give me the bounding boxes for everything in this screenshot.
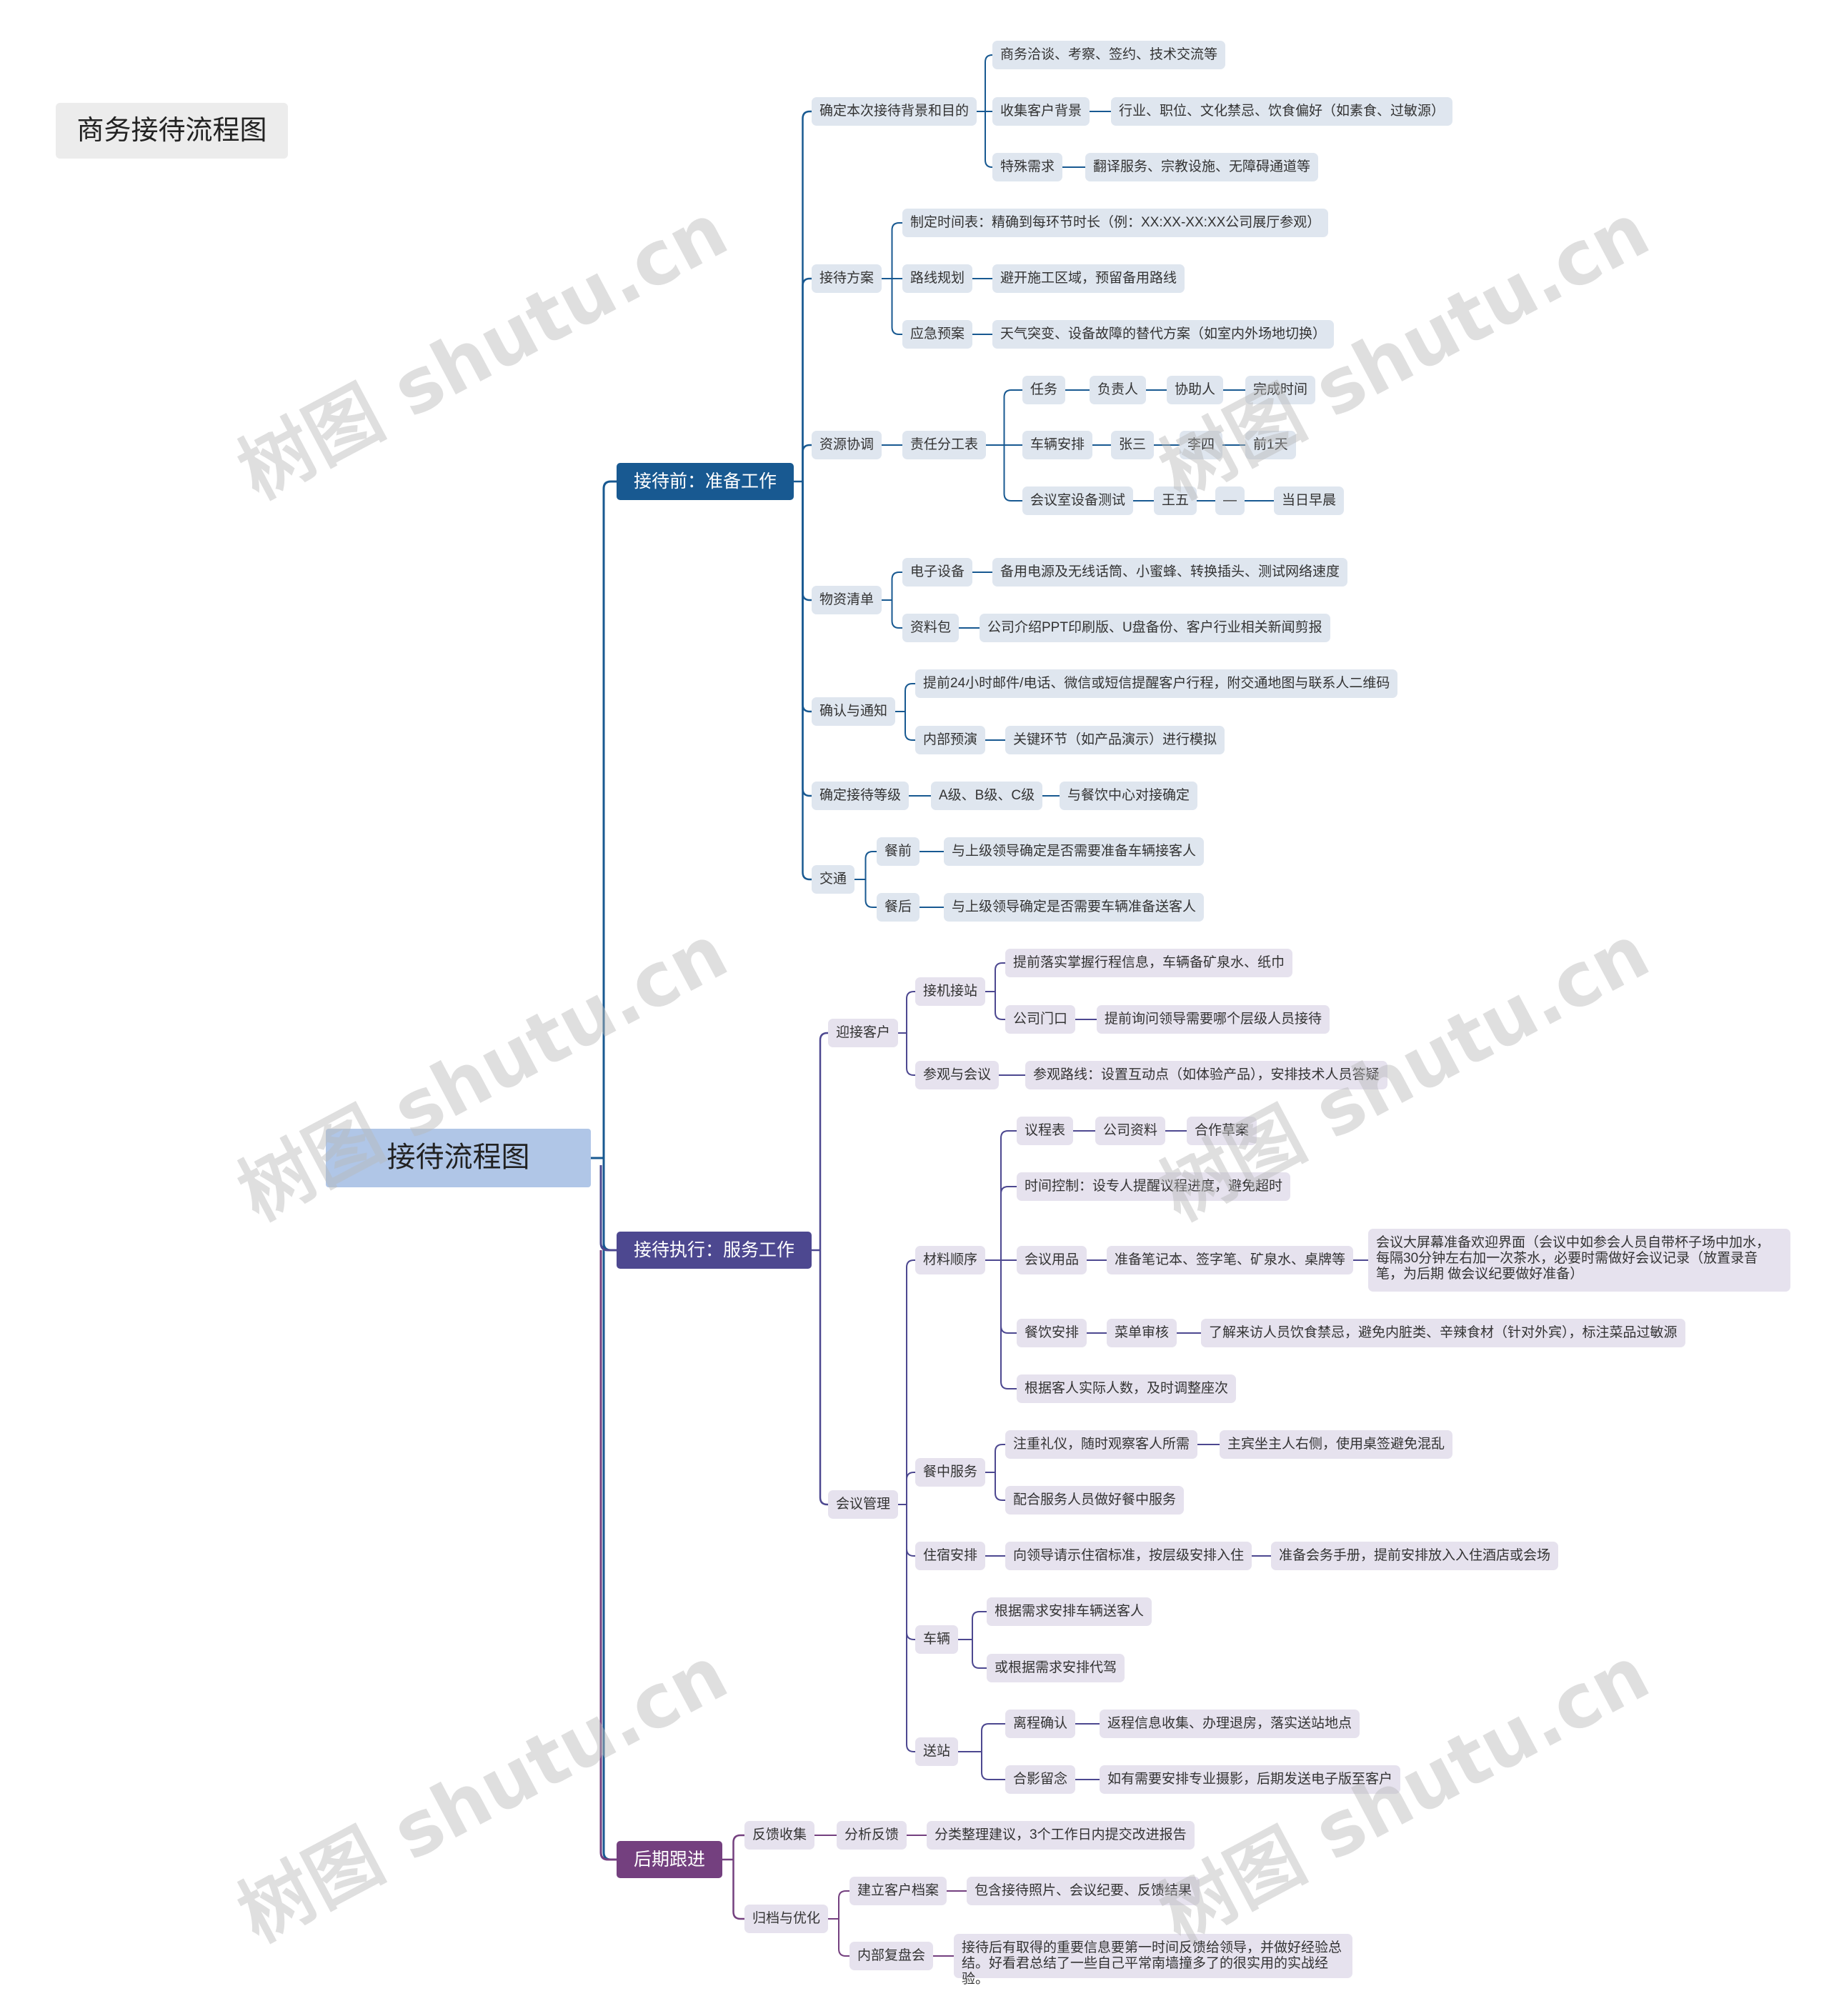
- exec-greet-visit-detail[interactable]: 参观路线：设置互动点（如体验产品），安排技术人员答疑: [1025, 1061, 1387, 1089]
- duty-r3-owner[interactable]: 王五: [1154, 486, 1197, 515]
- prep-plan-schedule[interactable]: 制定时间表：精确到每环节时长（例：XX:XX-XX:XX公司展厅参观）: [902, 209, 1329, 237]
- exec-order-time[interactable]: 时间控制：设专人提醒议程进度，避免超时: [1017, 1172, 1291, 1201]
- follow-review[interactable]: 内部复盘会: [849, 1942, 934, 1970]
- prep-plan-emergency-detail[interactable]: 天气突变、设备故障的替代方案（如室内外场地切换）: [992, 320, 1335, 349]
- prep-materials[interactable]: 物资清单: [812, 586, 882, 614]
- exec-greet-pickup[interactable]: 接机接站: [915, 977, 986, 1006]
- exec-send-off[interactable]: 送站: [915, 1737, 959, 1766]
- exec-greet-visit[interactable]: 参观与会议: [915, 1061, 1000, 1089]
- prep-mat-electronics[interactable]: 电子设备: [902, 558, 973, 587]
- prep-bg-purpose[interactable]: 商务洽谈、考察、签约、技术交流等: [992, 41, 1226, 69]
- prep-traffic-before-detail[interactable]: 与上级领导确定是否需要准备车辆接客人: [944, 837, 1205, 866]
- prep-plan-route[interactable]: 路线规划: [902, 264, 973, 293]
- follow-archive[interactable]: 归档与优化: [744, 1905, 829, 1933]
- exec-stay-manual[interactable]: 准备会务手册，提前安排放入入住酒店或会场: [1271, 1542, 1559, 1570]
- duty-r2-deadline[interactable]: 前1天: [1245, 431, 1296, 459]
- duty-r2-owner[interactable]: 张三: [1111, 431, 1155, 459]
- exec-order-menu-detail[interactable]: 了解来访人员饮食禁忌，避免内脏类、辛辣食材（针对外宾），标注菜品过敏源: [1201, 1319, 1685, 1347]
- exec-greet-pickup-detail[interactable]: 提前落实掌握行程信息，车辆备矿泉水、纸巾: [1005, 949, 1293, 977]
- exec-order-supplies-b[interactable]: 会议大屏幕准备欢迎界面（会议中如参会人员自带杯子场中加水，每隔30分钟左右加一次…: [1368, 1229, 1790, 1292]
- exec-send-photo-detail[interactable]: 如有需要安排专业摄影，后期发送电子版至客户: [1100, 1765, 1401, 1794]
- exec-order-menu[interactable]: 菜单审核: [1107, 1319, 1177, 1347]
- follow-archive-client[interactable]: 建立客户档案: [849, 1877, 947, 1905]
- prep-traffic[interactable]: 交通: [812, 865, 855, 894]
- prep-bg-client-detail[interactable]: 行业、职位、文化禁忌、饮食偏好（如素食、过敏源）: [1111, 97, 1453, 126]
- duty-r2-task[interactable]: 车辆安排: [1022, 431, 1093, 459]
- prep-traffic-after-detail[interactable]: 与上级领导确定是否需要车辆准备送客人: [944, 893, 1205, 922]
- exec-meal-assist[interactable]: 配合服务人员做好餐中服务: [1005, 1486, 1185, 1515]
- prep-traffic-after[interactable]: 餐后: [877, 893, 920, 922]
- prep-bg-client[interactable]: 收集客户背景: [992, 97, 1090, 126]
- exec-meeting[interactable]: 会议管理: [828, 1490, 899, 1519]
- exec-meal-etiquette[interactable]: 注重礼仪，随时观察客人所需: [1005, 1430, 1198, 1459]
- prep-confirm-remind[interactable]: 提前24小时邮件/电话、微信或短信提醒客户行程，附交通地图与联系人二维码: [915, 669, 1398, 698]
- prep-confirm[interactable]: 确认与通知: [812, 697, 896, 726]
- exec-order-seats[interactable]: 根据客人实际人数，及时调整座次: [1017, 1374, 1237, 1403]
- prep-plan-emergency[interactable]: 应急预案: [902, 320, 973, 349]
- prep-bg-special-detail[interactable]: 翻译服务、宗教设施、无障碍通道等: [1085, 153, 1319, 181]
- prep-traffic-before[interactable]: 餐前: [877, 837, 920, 866]
- page-title: 商务接待流程图: [56, 103, 288, 159]
- exec-send-confirm[interactable]: 离程确认: [1005, 1710, 1076, 1738]
- exec-greet-door-detail[interactable]: 提前询问领导需要哪个层级人员接待: [1097, 1005, 1330, 1034]
- prep-level-grades[interactable]: A级、B级、C级: [931, 782, 1043, 810]
- prep-mat-kit[interactable]: 资料包: [902, 614, 960, 642]
- root-node[interactable]: 接待流程图: [326, 1129, 591, 1187]
- exec-car-send[interactable]: 根据需求安排车辆送客人: [987, 1597, 1152, 1626]
- exec-order-supplies[interactable]: 会议用品: [1017, 1246, 1087, 1274]
- duty-r2-helper[interactable]: 李四: [1180, 431, 1223, 459]
- duty-r1-deadline[interactable]: 完成时间: [1245, 376, 1316, 404]
- prep-confirm-rehearsal[interactable]: 内部预演: [915, 726, 986, 754]
- exec-send-photo[interactable]: 合影留念: [1005, 1765, 1076, 1794]
- exec-car-driver[interactable]: 或根据需求安排代驾: [987, 1654, 1125, 1682]
- prep-level[interactable]: 确定接待等级: [812, 782, 909, 810]
- exec-send-confirm-detail[interactable]: 返程信息收集、办理退房，落实送站地点: [1100, 1710, 1360, 1738]
- exec-order-draft[interactable]: 合作草案: [1187, 1117, 1257, 1145]
- follow-analyze[interactable]: 分析反馈: [837, 1821, 907, 1850]
- duty-r3-deadline[interactable]: 当日早晨: [1274, 486, 1345, 515]
- prep-background[interactable]: 确定本次接待背景和目的: [812, 97, 977, 126]
- exec-stay-standard[interactable]: 向领导请示住宿标准，按层级安排入住: [1005, 1542, 1252, 1570]
- prep-confirm-rehearsal-detail[interactable]: 关键环节（如产品演示）进行模拟: [1005, 726, 1225, 754]
- exec-material-order[interactable]: 材料顺序: [915, 1246, 986, 1274]
- follow-feedback[interactable]: 反馈收集: [744, 1821, 815, 1850]
- prep-plan[interactable]: 接待方案: [812, 264, 882, 293]
- follow-analyze-detail[interactable]: 分类整理建议，3个工作日内提交改进报告: [927, 1821, 1195, 1850]
- exec-order-agenda[interactable]: 议程表: [1017, 1117, 1074, 1145]
- exec-car[interactable]: 车辆: [915, 1625, 959, 1654]
- prep-mat-kit-detail[interactable]: 公司介绍PPT印刷版、U盘备份、客户行业相关新闻剪报: [980, 614, 1330, 642]
- duty-r1-owner[interactable]: 负责人: [1090, 376, 1147, 404]
- exec-order-profile[interactable]: 公司资料: [1095, 1117, 1166, 1145]
- prep-level-catering[interactable]: 与餐饮中心对接确定: [1060, 782, 1198, 810]
- duty-r3-helper[interactable]: —: [1215, 486, 1245, 515]
- exec-greet-door[interactable]: 公司门口: [1005, 1005, 1076, 1034]
- exec-order-dining[interactable]: 餐饮安排: [1017, 1319, 1087, 1347]
- branch-exec[interactable]: 接待执行：服务工作: [617, 1232, 812, 1269]
- duty-r1-task[interactable]: 任务: [1022, 376, 1066, 404]
- prep-duty-table[interactable]: 责任分工表: [902, 431, 987, 459]
- duty-r3-task[interactable]: 会议室设备测试: [1022, 486, 1134, 515]
- branch-follow[interactable]: 后期跟进: [617, 1841, 723, 1878]
- exec-greet[interactable]: 迎接客户: [828, 1019, 899, 1047]
- exec-meal-etiquette-detail[interactable]: 主宾坐主人右侧，使用桌签避免混乱: [1220, 1430, 1453, 1459]
- prep-plan-route-detail[interactable]: 避开施工区域，预留备用路线: [992, 264, 1185, 293]
- branch-prep[interactable]: 接待前：准备工作: [617, 463, 794, 500]
- exec-stay[interactable]: 住宿安排: [915, 1542, 986, 1570]
- follow-review-detail[interactable]: 接待后有取得的重要信息要第一时间反馈给领导，并做好经验总结。好看君总结了一些自己…: [954, 1934, 1352, 1987]
- exec-order-supplies-a[interactable]: 准备笔记本、签字笔、矿泉水、桌牌等: [1107, 1246, 1354, 1274]
- prep-mat-electronics-detail[interactable]: 备用电源及无线话筒、小蜜蜂、转换插头、测试网络速度: [992, 558, 1348, 587]
- exec-meal-service[interactable]: 餐中服务: [915, 1458, 986, 1487]
- prep-bg-special[interactable]: 特殊需求: [992, 153, 1063, 181]
- follow-archive-client-detail[interactable]: 包含接待照片、会议纪要、反馈结果: [967, 1877, 1200, 1905]
- duty-r1-helper[interactable]: 协助人: [1167, 376, 1224, 404]
- prep-resources[interactable]: 资源协调: [812, 431, 882, 459]
